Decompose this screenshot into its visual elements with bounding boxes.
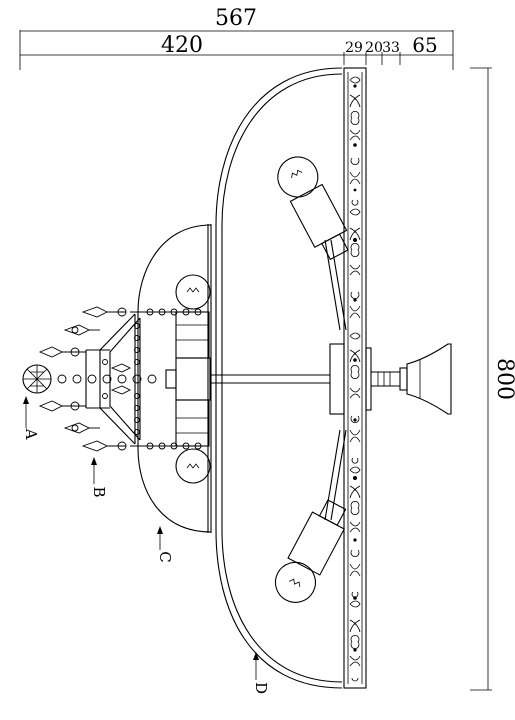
bead-chains (57, 308, 202, 450)
upper-inner-lamp (175, 274, 211, 359)
dimension-segment-4: 33 (382, 40, 400, 56)
dimension-segment-2: 29 (345, 40, 363, 56)
callout-d (253, 652, 259, 680)
crystal-pendants (38, 306, 132, 452)
center-body (175, 357, 211, 401)
top-dimension-lines (19, 30, 454, 70)
callout-c (157, 526, 163, 550)
dimension-segment-1: 420 (161, 33, 203, 58)
callout-label-d: D (252, 682, 270, 694)
lower-outer-lamp (274, 499, 347, 603)
inner-shade (137, 224, 212, 533)
callout-label-b: B (90, 486, 108, 497)
lower-inner-lamp (175, 399, 211, 484)
dimension-segment-5: 65 (412, 33, 437, 57)
callout-a (23, 396, 29, 428)
callout-b (91, 457, 97, 484)
ceiling-canopy (406, 343, 452, 415)
right-dimension-lines (470, 67, 492, 691)
upper-outer-lamp (277, 156, 349, 261)
outer-shade (215, 67, 343, 689)
dimension-total-width: 567 (215, 6, 257, 31)
ceiling-plate-band (343, 67, 367, 689)
callout-label-a: A (22, 428, 40, 440)
crystal-frame (85, 311, 208, 447)
dimension-height: 800 (492, 358, 515, 400)
center-mount (329, 343, 452, 415)
crystal-ball (22, 364, 52, 394)
callout-label-c: C (156, 551, 174, 562)
dimension-segment-3: 20 (365, 40, 383, 56)
